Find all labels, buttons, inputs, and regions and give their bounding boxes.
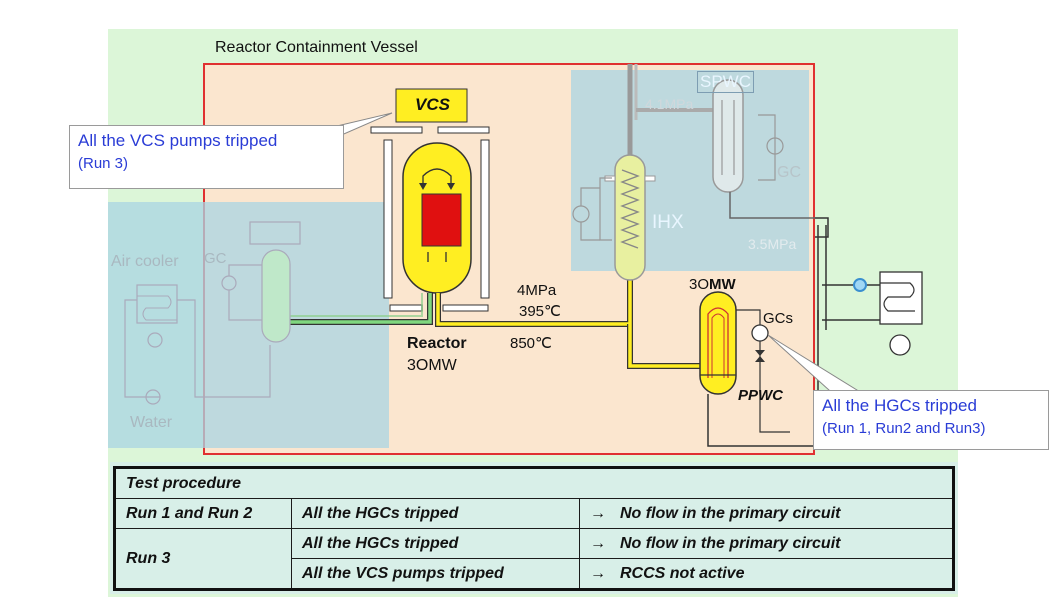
action-cell: All the HGCs tripped bbox=[291, 498, 580, 529]
ppwc-tube-2 bbox=[711, 313, 725, 378]
result-text: No flow in the primary circuit bbox=[620, 534, 841, 552]
run-cell: Run 3 bbox=[114, 528, 292, 590]
water-label: Water bbox=[130, 414, 173, 431]
ppwc-power-label: 3OMW bbox=[689, 276, 736, 293]
ppwc-vessel bbox=[699, 291, 737, 395]
spwc-label: SPWC bbox=[697, 71, 754, 93]
p-primary-label: 4MPa bbox=[517, 282, 557, 299]
result-text: No flow in the primary circuit bbox=[620, 504, 841, 522]
test-procedure-table: Test procedure Run 1 and Run 2 All the H… bbox=[113, 466, 955, 591]
ppwc-power-prefix: 3O bbox=[689, 276, 710, 293]
air-cooler-box bbox=[136, 284, 178, 324]
vcs-panel-left bbox=[383, 139, 393, 299]
external-cooler-coil bbox=[880, 282, 915, 312]
t-outlet-label: 850℃ bbox=[510, 335, 552, 352]
callout-vcs-line2: (Run 3) bbox=[78, 155, 129, 172]
callout-hgc-line1: All the HGCs tripped bbox=[822, 396, 977, 415]
aux-pipe-2 bbox=[290, 293, 423, 317]
ihx-flange-right bbox=[644, 175, 656, 182]
spwc-gc-loop bbox=[758, 114, 776, 181]
ihx-side-loop bbox=[599, 177, 612, 241]
aux-gc-lines bbox=[228, 264, 262, 321]
external-pump-icon bbox=[889, 334, 911, 356]
external-valve-icon[interactable] bbox=[853, 278, 867, 292]
aux-hx-vessel bbox=[261, 249, 291, 343]
ihx-pump-lines bbox=[580, 187, 600, 241]
result-cell: → No flow in the primary circuit bbox=[579, 498, 954, 529]
table-row: Run 3 All the HGCs tripped → No flow in t… bbox=[114, 528, 954, 590]
vcs-panel-bottom-left bbox=[389, 304, 423, 312]
gcs-valve bbox=[755, 350, 765, 362]
air-cooler-coil bbox=[137, 295, 177, 321]
reactor-flow-arrow-left bbox=[419, 183, 427, 190]
primary-pipe-to-ppwc-fill bbox=[628, 324, 700, 368]
gcs-label: GCs bbox=[763, 310, 793, 327]
external-cooler-pipe bbox=[822, 284, 880, 321]
spwc-outer-pipe bbox=[815, 217, 829, 238]
result-cell: → RCCS not active bbox=[579, 558, 954, 590]
result-text: RCCS not active bbox=[620, 564, 745, 582]
vcs-panel-right bbox=[480, 139, 490, 299]
table-row: Run 1 and Run 2 All the HGCs tripped → No… bbox=[114, 498, 954, 529]
table-row: All the VCS pumps tripped → RCCS not acti… bbox=[115, 558, 954, 590]
reactor-bottom-arrows bbox=[427, 252, 447, 262]
table-header-row: Test procedure bbox=[114, 467, 954, 499]
result-cell: → No flow in the primary circuit bbox=[579, 528, 954, 559]
t-inlet-label: 395℃ bbox=[519, 303, 561, 320]
water-pipe bbox=[124, 299, 271, 398]
spwc-vessel bbox=[712, 79, 744, 193]
p-spwc-bottom-label: 3.5MPa bbox=[748, 236, 797, 252]
vcs-label: VCS bbox=[415, 95, 450, 114]
air-cooler-fan-icon bbox=[147, 332, 163, 348]
ihx-coil bbox=[620, 169, 640, 249]
vcs-box bbox=[395, 88, 468, 123]
vcs-panel-top-right bbox=[437, 126, 490, 134]
gc-left-label: GC bbox=[204, 250, 227, 267]
callout-vcs-line1: All the VCS pumps tripped bbox=[78, 131, 278, 150]
ihx-label: IHX bbox=[652, 212, 684, 233]
callout-vcs-trip: All the VCS pumps tripped (Run 3) bbox=[69, 125, 344, 189]
aux-top-box bbox=[249, 221, 301, 245]
gcs-pump-symbol[interactable] bbox=[751, 324, 769, 342]
secondary-loop-area bbox=[571, 70, 809, 271]
air-cooler-label: Air cooler bbox=[111, 253, 179, 270]
ppwc-tube bbox=[707, 307, 729, 378]
p-spwc-top-label: 4.1MPa bbox=[645, 96, 694, 112]
spwc-return-pipe bbox=[729, 192, 815, 219]
reactor-flow-arrow-right bbox=[447, 183, 455, 190]
spwc-tube bbox=[721, 100, 735, 175]
reactor-power-label: 3OMW bbox=[407, 357, 457, 374]
vcs-panel-top-left bbox=[370, 126, 423, 134]
ppwc-loop-pipe bbox=[736, 309, 790, 433]
result-arrow: → bbox=[590, 504, 606, 522]
action-cell: All the HGCs tripped bbox=[291, 528, 580, 559]
spwc-gc-symbol bbox=[766, 137, 784, 155]
callout-hgc-line2: (Run 1, Run2 and Run3) bbox=[822, 420, 986, 437]
reactor-name-label: Reactor bbox=[407, 335, 467, 352]
primary-pipe-hot-leg-fill bbox=[436, 272, 632, 326]
vessel-title: Reactor Containment Vessel bbox=[215, 39, 418, 56]
table-header: Test procedure bbox=[114, 467, 954, 499]
callout-hgc-trip: All the HGCs tripped (Run 1, Run2 and Ru… bbox=[813, 390, 1049, 450]
reactor-flow-arrows bbox=[422, 168, 452, 187]
run-cell: Run 1 and Run 2 bbox=[114, 498, 292, 529]
aux-pipe-fill bbox=[290, 293, 432, 324]
vcs-panel-bottom-right bbox=[442, 304, 489, 312]
result-arrow: → bbox=[590, 534, 606, 552]
ppwc-label: PPWC bbox=[738, 387, 783, 404]
ppwc-power-unit: MW bbox=[709, 276, 736, 293]
reactor-core bbox=[421, 193, 462, 247]
gc-spwc-label: GC bbox=[777, 164, 801, 181]
action-cell: All the VCS pumps tripped bbox=[291, 558, 580, 590]
ihx-vessel bbox=[614, 154, 646, 281]
result-arrow: → bbox=[590, 564, 606, 582]
ppwc-external-pipe bbox=[817, 225, 827, 330]
